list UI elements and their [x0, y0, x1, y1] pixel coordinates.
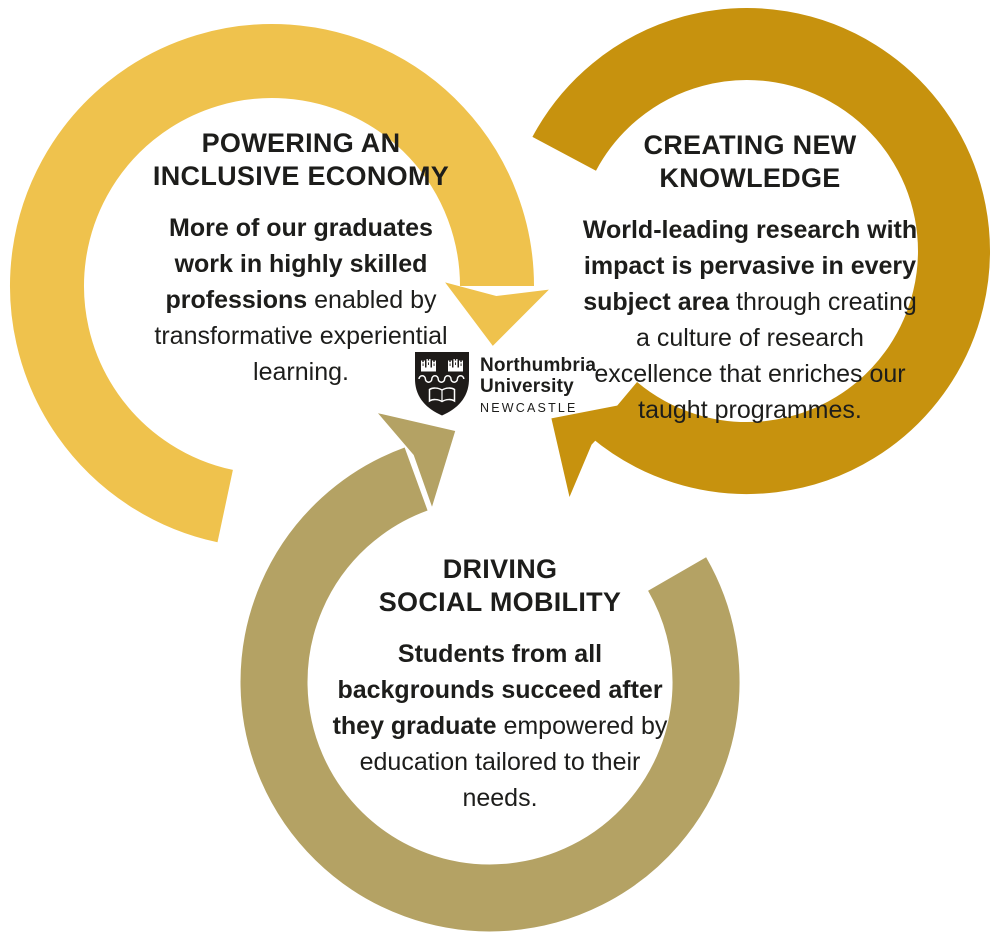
economy-body-bold: More of our graduates work in highly ski…	[165, 214, 433, 314]
logo-text: Northumbria University NEWCASTLE	[480, 351, 596, 415]
knowledge-panel: CREATING NEW KNOWLEDGE World-leading res…	[581, 129, 919, 428]
knowledge-body-rest: through creating a culture of research e…	[594, 288, 917, 424]
knowledge-body: World-leading research with impact is pe…	[581, 212, 919, 428]
economy-body-rest: enabled by transformative experiential l…	[154, 286, 448, 386]
logo-name-line2: University	[480, 376, 574, 397]
knowledge-ring-arc	[532, 8, 990, 495]
economy-circular-arrow	[10, 24, 549, 543]
knowledge-title: CREATING NEW KNOWLEDGE	[643, 130, 857, 193]
mobility-panel: DRIVING SOCIAL MOBILITY Students from al…	[331, 553, 669, 816]
economy-ring-arc	[10, 24, 534, 543]
knowledge-body-bold: World-leading research with impact is pe…	[582, 216, 918, 316]
nebuly-line-icon	[418, 375, 465, 383]
knowledge-circular-arrow	[532, 8, 990, 497]
mobility-circular-arrow	[240, 413, 740, 932]
logo-name-line1: Northumbria	[480, 355, 597, 376]
economy-panel: POWERING AN INCLUSIVE ECONOMY More of ou…	[140, 127, 462, 390]
knowledge-arrowhead-icon	[551, 403, 631, 497]
castle-icon	[421, 359, 463, 372]
mobility-body-rest: empowered by education tailored to their…	[359, 712, 668, 812]
open-book-icon	[428, 387, 456, 403]
university-shield-icon	[415, 352, 469, 416]
university-logo: Northumbria University NEWCASTLE	[413, 351, 596, 417]
economy-arrowhead-icon	[445, 282, 549, 346]
mobility-ring-arc	[240, 447, 740, 932]
mobility-body-bold: Students from all backgrounds succeed af…	[332, 640, 663, 740]
economy-body: More of our graduates work in highly ski…	[140, 210, 462, 390]
economy-title: POWERING AN INCLUSIVE ECONOMY	[152, 128, 450, 191]
mobility-title: DRIVING SOCIAL MOBILITY	[378, 554, 622, 617]
mobility-arrowhead-icon	[378, 413, 456, 507]
logo-city: NEWCASTLE	[480, 401, 578, 415]
mobility-body: Students from all backgrounds succeed af…	[331, 636, 669, 816]
